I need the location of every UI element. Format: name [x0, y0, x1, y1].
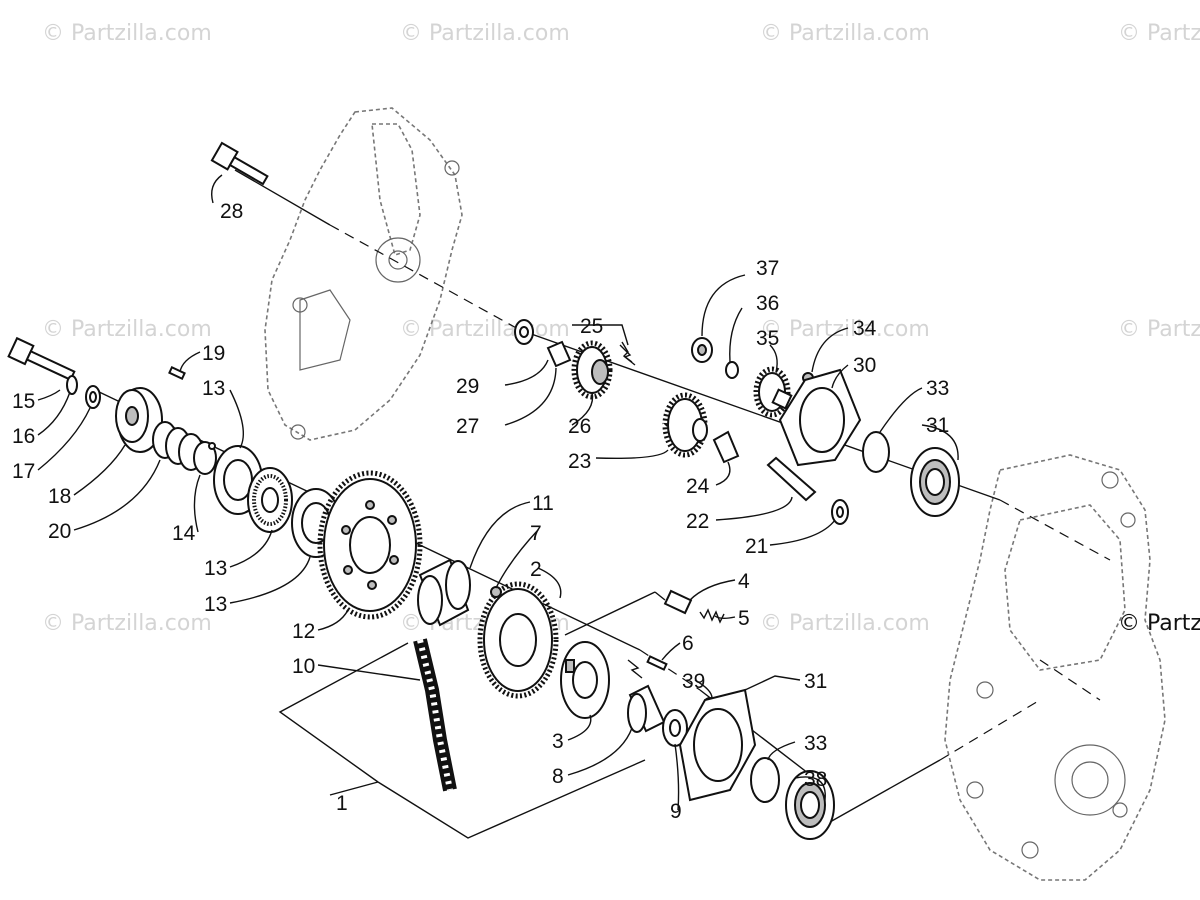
callout-25: 24: [686, 475, 710, 498]
callout-21: 20: [48, 520, 71, 543]
watermark: © Partzilla.com: [760, 21, 930, 46]
callout-38: 38: [804, 768, 827, 791]
callout-33: 33: [926, 377, 949, 400]
watermark: © Partzilla.com: [42, 317, 212, 342]
callout-15: 14: [172, 522, 196, 545]
callout-8: 8: [552, 765, 564, 788]
callout-36: 36: [756, 292, 779, 315]
watermark: © Partzilla.com: [42, 611, 212, 636]
lock-washer-17: [66, 375, 78, 395]
bearing-38: [785, 770, 835, 840]
flange-19: [115, 387, 163, 453]
callout-35: 35: [756, 327, 779, 350]
callout-28: 27: [456, 415, 479, 438]
spacer-25: [712, 430, 740, 464]
watermark-layer: © Partzilla.com © Partzilla.com © Partzi…: [42, 21, 1200, 636]
callout-37: 37: [756, 257, 779, 280]
callout-17: 16: [12, 425, 35, 448]
callout-13: 13: [204, 593, 227, 616]
callout-3: 3: [552, 730, 564, 753]
screw-6: [646, 655, 668, 671]
spring-5: [699, 608, 725, 624]
callout-34: 34: [853, 317, 877, 340]
callout-27: 26: [568, 415, 591, 438]
watermark: © Partzilla.com: [400, 21, 570, 46]
driven-gear-12: [317, 470, 423, 620]
watermark: © Partzilla.com: [1118, 317, 1200, 342]
bearing-plate-31-upper: [778, 368, 862, 467]
watermark: © Partzilla.com: [1118, 21, 1200, 46]
callout-33: 33: [804, 732, 827, 755]
callout-31: 31: [804, 670, 827, 693]
detent-ball-7: [490, 586, 502, 598]
callout-labels: 28 15 16 17 18 20 19 13 14 13 13 12 10 1…: [12, 200, 949, 823]
o-ring-33-lower: [750, 757, 780, 803]
spring-clip-26: [621, 341, 633, 363]
callout-23: 22: [686, 510, 709, 533]
gear-2: [477, 581, 559, 699]
springs-21: [152, 421, 204, 471]
bearing-plate-31-lower: [678, 688, 757, 802]
nut-37: [691, 337, 713, 363]
needle-bearing-8: [627, 684, 666, 733]
callout-16: 15: [12, 390, 35, 413]
callout-30: 28: [220, 200, 243, 223]
gear-24: [662, 392, 708, 458]
callout-18: 17: [12, 460, 35, 483]
callout-20: 19: [202, 342, 225, 365]
callout-29: 29: [456, 375, 479, 398]
callout-10: 10: [292, 655, 315, 678]
o-ring-33-upper: [862, 431, 890, 473]
callout-11: 11: [532, 492, 554, 515]
callout-5: 5: [738, 607, 750, 630]
pin-20: [168, 365, 186, 381]
bolt-30: [210, 141, 269, 186]
callout-1: 1: [336, 792, 348, 815]
watermark-dark: © Partz: [1118, 611, 1200, 636]
snap-ring-15: [193, 441, 217, 475]
callout-6: 6: [682, 632, 694, 655]
washer-18: [85, 385, 101, 409]
washer-22: [831, 499, 849, 525]
washer-36: [725, 361, 739, 379]
callout-13: 13: [202, 377, 225, 400]
callout-4: 4: [738, 570, 750, 593]
callout-39: 39: [682, 670, 705, 693]
callout-32: 31: [926, 414, 949, 437]
callout-12: 12: [292, 620, 315, 643]
callout-2: 2: [530, 558, 542, 581]
gear-35: [753, 366, 793, 418]
callout-31: 30: [853, 354, 876, 377]
callout-22: 21: [745, 535, 768, 558]
callout-19: 18: [48, 485, 71, 508]
callout-14: 13: [204, 557, 227, 580]
drive-chain-10: [413, 638, 457, 792]
leader-lines: [37, 174, 959, 839]
callout-9: 9: [670, 800, 682, 823]
spline-hub-11: [417, 558, 471, 627]
chaincase-cover-ghost: [264, 107, 463, 441]
washer-29: [514, 319, 534, 345]
thrust-bearing-14: [247, 467, 293, 533]
gear-housing-ghost: [944, 454, 1166, 881]
callout-24: 23: [568, 450, 591, 473]
shaft-pin-23: [766, 456, 817, 502]
bolt-16: [7, 336, 76, 382]
shift-dog-3: [560, 641, 610, 719]
watermark: © Partzilla.com: [760, 611, 930, 636]
bearing-32: [910, 447, 960, 517]
callout-26: 25: [580, 315, 603, 338]
bushing-28: [546, 340, 572, 368]
callout-7: 7: [530, 522, 542, 545]
plunger-4: [663, 589, 693, 615]
watermark: © Partzilla.com: [42, 21, 212, 46]
